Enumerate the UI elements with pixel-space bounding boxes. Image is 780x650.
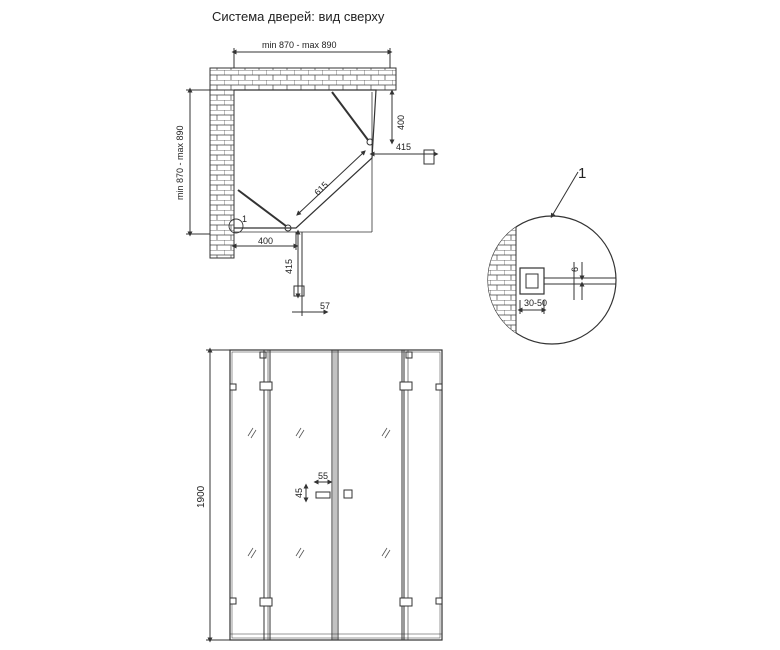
wall-profile [519,267,545,295]
height-dim-label: 1900 [196,485,207,508]
top-wall [209,67,397,91]
left-handle [315,491,331,499]
left-door-leaf [269,349,333,641]
right-door-width-label: 400 [396,115,406,130]
right-door-swing-label: 415 [396,142,411,152]
hinge [399,381,413,391]
hinge [399,597,413,607]
hinge [259,597,273,607]
width-dim-label: min 870 - max 890 [262,40,337,50]
right-door-leaf [337,349,403,641]
left-wall [209,89,235,259]
detail-marker-label: 1 [242,214,247,224]
right-handle [343,489,353,499]
wall-bracket [229,597,237,605]
depth-dim-label: min 870 - max 890 [175,125,185,200]
offset-label: 57 [320,301,330,311]
gap-label: 6 [570,267,580,272]
plan-view [186,48,439,316]
detail-callout-label: 1 [578,165,586,182]
bottom-door-panel [237,189,287,227]
wall-bracket [435,383,443,391]
profile-width-label: 30-50 [524,298,547,308]
wall-bracket [435,597,443,605]
right-door-panel [331,91,369,141]
detail-view [487,171,617,345]
front-view [206,347,443,643]
bottom-door-width-label: 400 [258,236,273,246]
diagonal-door-label: 615 [312,180,330,198]
glass-marks [247,427,391,559]
handle-width-label: 55 [318,471,328,481]
bottom-door-swing-label: 415 [284,259,294,274]
wall-bracket [229,383,237,391]
diagram-title: Система дверей: вид сверху [212,9,385,24]
detail-marker [228,218,244,234]
handle-height-label: 45 [294,488,304,498]
hinge [259,381,273,391]
